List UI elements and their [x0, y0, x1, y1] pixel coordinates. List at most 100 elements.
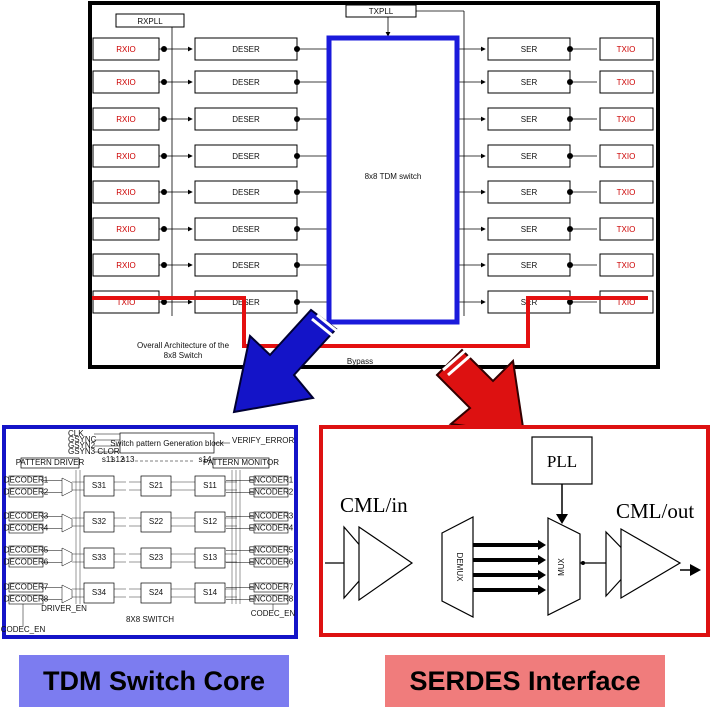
txio-box	[599, 180, 654, 204]
driver-mux	[61, 513, 73, 533]
pattern-driver-box	[20, 457, 80, 469]
junction-dot	[294, 299, 300, 305]
rxio-label: RXIO	[116, 152, 136, 161]
junction-dot	[567, 226, 573, 232]
switch-cell-label: S31	[92, 481, 107, 490]
ser-label: SER	[521, 225, 538, 234]
decoder-label: DECODER3	[4, 512, 49, 521]
txio-label: TXIO	[617, 115, 636, 124]
junction-dot	[294, 262, 300, 268]
cml-in-label: CML/in	[340, 493, 408, 517]
mux-label: MUX	[557, 557, 566, 575]
switch-cell	[194, 475, 226, 497]
switch-cell-label: S12	[203, 517, 218, 526]
rxio-label: RXIO	[116, 261, 136, 270]
output-arrow-head	[690, 564, 701, 576]
driver-en-label: DRIVER_EN	[41, 604, 87, 613]
decoder-label: DECODER1	[4, 476, 49, 485]
rxpll-label: RXPLL	[137, 17, 163, 26]
serdes-frame	[319, 425, 710, 637]
junction-dot	[161, 299, 167, 305]
serdes-caption: SERDES Interface	[385, 655, 665, 707]
deser-label: DESER	[232, 152, 260, 161]
arrow-to-tdm-core	[232, 308, 339, 414]
bypass-label: Bypass	[347, 357, 373, 366]
switch-cell-label: S11	[203, 481, 217, 490]
junction-dot	[567, 116, 573, 122]
txpll-label: TXPLL	[369, 7, 394, 16]
switch-cell-label: S33	[92, 553, 107, 562]
junction-dot	[161, 153, 167, 159]
junction-dot	[294, 189, 300, 195]
junction-dot	[567, 299, 573, 305]
switch-cell	[83, 582, 115, 604]
junction-dot	[161, 189, 167, 195]
rxio-label: RXIO	[116, 188, 136, 197]
cml-out-buffer	[620, 527, 682, 600]
decoder-label: DECODER5	[4, 546, 49, 555]
arrow-to-serdes	[435, 348, 526, 436]
switch-cell	[194, 582, 226, 604]
junction-dot	[294, 46, 300, 52]
codec-en-right-label: CODEC_EN	[251, 609, 296, 618]
mux-block	[547, 517, 581, 616]
switch-cell-label: S21	[149, 481, 164, 490]
txio-box	[599, 217, 654, 241]
ser-label: SER	[521, 152, 538, 161]
junction-dot	[161, 46, 167, 52]
tdm-switch-block	[326, 35, 460, 325]
junction-dot	[567, 262, 573, 268]
switch-cell	[194, 511, 226, 533]
decoder-label: DECODER2	[4, 488, 49, 497]
tdm-core-caption-text: TDM Switch Core	[42, 665, 265, 696]
junction-dot	[567, 46, 573, 52]
demux-label: DEMUX	[455, 553, 464, 583]
verify-error-label: VERIFY_ERROR	[232, 436, 294, 445]
switch-cell-label: S32	[92, 517, 107, 526]
driver-mux	[61, 584, 73, 604]
rxio-label: TXIO	[117, 298, 136, 307]
junction-dot	[567, 189, 573, 195]
switch-cell	[83, 547, 115, 569]
switch-cell-label: S24	[149, 588, 164, 597]
signal-label: GSYN3 CLOR	[68, 447, 120, 456]
deser-label: DESER	[232, 115, 260, 124]
txio-box	[599, 144, 654, 168]
junction-dot	[294, 226, 300, 232]
encoder-label: ENCODER4	[249, 524, 294, 533]
txio-box	[599, 253, 654, 277]
ser-label: SER	[521, 78, 538, 87]
deser-label: DESER	[232, 45, 260, 54]
txio-label: TXIO	[617, 298, 636, 307]
s-signal-label: s13	[122, 455, 135, 464]
switch-cell	[140, 547, 172, 569]
switch-cell-label: S13	[203, 553, 218, 562]
txio-box	[599, 70, 654, 94]
pattern-monitor-box	[212, 457, 270, 469]
txio-box	[599, 107, 654, 131]
switch-cell	[83, 475, 115, 497]
decoder-label: DECODER4	[4, 524, 49, 533]
junction-dot	[161, 79, 167, 85]
txio-label: TXIO	[617, 45, 636, 54]
encoder-label: ENCODER8	[249, 595, 294, 604]
signal-label: CLK	[68, 429, 84, 438]
junction-dot	[294, 116, 300, 122]
ser-label: SER	[521, 115, 538, 124]
caption-line-1: Overall Architecture of the	[137, 341, 230, 350]
driver-mux	[61, 547, 73, 567]
cml-in-buffer	[358, 525, 414, 602]
signal-label: GSYNC	[68, 435, 97, 444]
encoder-label: ENCODER6	[249, 558, 294, 567]
switch-cell-label: S22	[149, 517, 164, 526]
